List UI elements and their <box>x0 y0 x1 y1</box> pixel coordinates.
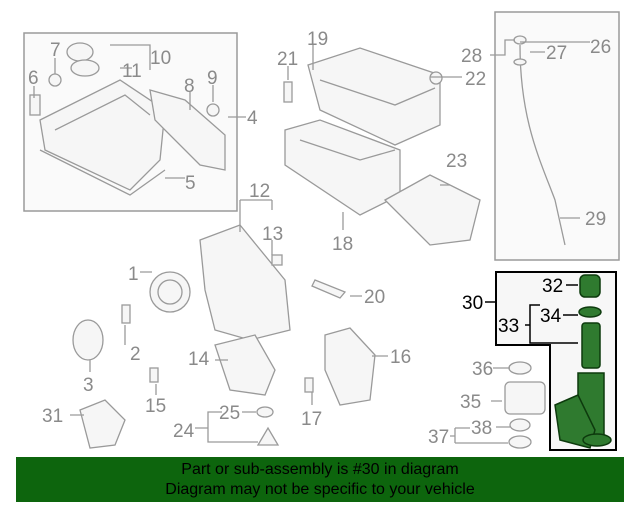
callout-10: 10 <box>150 48 171 69</box>
callout-15: 15 <box>145 396 166 417</box>
seal-36 <box>508 361 532 375</box>
bolt-17 <box>304 377 314 393</box>
callout-20: 20 <box>364 287 385 308</box>
callout-36: 36 <box>472 359 493 380</box>
info-banner: Part or sub-assembly is #30 in diagram D… <box>16 457 624 502</box>
callout-16: 16 <box>390 347 411 368</box>
callout-35: 35 <box>460 392 481 413</box>
callout-6: 6 <box>28 68 39 89</box>
valve-cover[interactable] <box>39 79 166 191</box>
callout-19: 19 <box>307 29 328 50</box>
callout-13: 13 <box>262 224 283 245</box>
callout-27: 27 <box>546 43 567 64</box>
callout-30[interactable]: 30 <box>462 293 483 314</box>
cap-7 <box>48 73 62 87</box>
baffle-23 <box>383 174 481 246</box>
plug-22 <box>429 71 443 85</box>
gasket-8 <box>149 89 226 171</box>
callout-28: 28 <box>461 46 482 67</box>
seal-25 <box>256 406 274 418</box>
oil-cap[interactable] <box>66 42 100 77</box>
bolt-15 <box>149 367 159 383</box>
filter-element-33[interactable] <box>581 322 601 369</box>
callout-17: 17 <box>301 409 322 430</box>
callout-11: 11 <box>122 61 142 82</box>
callout-25: 25 <box>219 403 240 424</box>
callout-34[interactable]: 34 <box>540 306 562 327</box>
callout-9: 9 <box>207 68 218 89</box>
callout-1: 1 <box>128 264 139 285</box>
callout-22: 22 <box>465 69 486 90</box>
timing-cover[interactable] <box>199 224 291 341</box>
callout-24: 24 <box>173 421 195 442</box>
sensor-24 <box>256 426 280 446</box>
callout-37: 37 <box>428 427 449 448</box>
callout-12: 12 <box>249 181 270 202</box>
banner-line-1: Part or sub-assembly is #30 in diagram <box>181 461 459 478</box>
callout-32[interactable]: 32 <box>542 276 563 297</box>
cover-31 <box>79 399 126 449</box>
callout-26: 26 <box>590 37 611 58</box>
callout-29: 29 <box>585 209 606 230</box>
pulley[interactable] <box>149 271 191 313</box>
shield-16 <box>324 327 376 406</box>
oil-cooler <box>504 381 546 415</box>
bolt-9 <box>206 103 220 117</box>
seal-37 <box>508 435 532 449</box>
callout-18: 18 <box>332 234 353 255</box>
valve-cover-gasket <box>39 149 166 196</box>
o-ring-34[interactable] <box>578 306 602 318</box>
callout-38: 38 <box>471 418 492 439</box>
callout-33[interactable]: 33 <box>498 316 519 337</box>
callout-7: 7 <box>50 40 61 61</box>
sensor-6 <box>29 94 41 116</box>
bolt-21 <box>283 81 293 103</box>
callout-5: 5 <box>185 173 196 194</box>
callout-23: 23 <box>446 151 467 172</box>
dipstick-group-box <box>494 11 620 261</box>
seal-3 <box>72 319 104 361</box>
label-20 <box>311 279 347 299</box>
clip-13 <box>271 254 283 266</box>
filter-housing[interactable] <box>554 372 612 449</box>
cover-14 <box>214 334 276 396</box>
filter-cap-32[interactable] <box>579 274 601 298</box>
callout-31: 31 <box>42 406 63 427</box>
callout-21: 21 <box>277 49 298 70</box>
callout-3: 3 <box>83 375 94 396</box>
callout-4: 4 <box>247 108 258 129</box>
callout-8: 8 <box>184 76 195 97</box>
bolt-2 <box>121 304 131 324</box>
callout-14: 14 <box>188 349 210 370</box>
upper-oil-pan[interactable] <box>307 47 441 146</box>
callout-2: 2 <box>130 344 141 365</box>
leader-lines <box>33 39 590 444</box>
banner-line-2: Diagram may not be specific to your vehi… <box>165 481 475 498</box>
seal-38 <box>509 418 531 432</box>
